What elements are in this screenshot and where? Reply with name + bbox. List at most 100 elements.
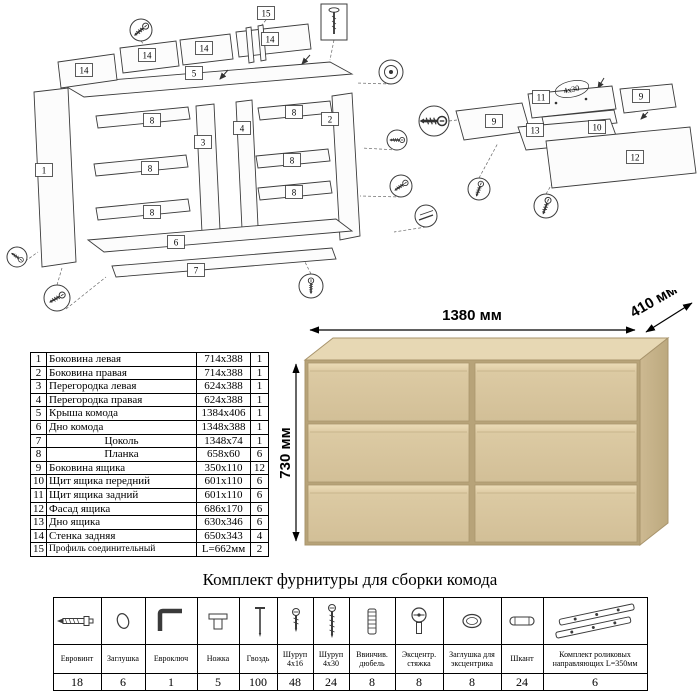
height-label: 730 мм [280,427,294,478]
svg-text:2: 2 [328,115,333,125]
part-size: 630x346 [196,515,251,530]
dresser-side-face [639,336,669,547]
part-callout-6: 6 [167,235,185,249]
hardware-icon-cell [100,597,146,645]
hardware-icon-cell [238,597,278,645]
part-name: Дно ящика [46,515,197,530]
svg-text:14: 14 [143,51,153,61]
hardware-qty: 5 [196,673,240,691]
hardware-icon-cell [542,597,648,645]
hardware-qty: 24 [500,673,544,691]
part-qty: 1 [250,406,269,421]
part-number: 15 [30,542,47,557]
slide-rail-callout-icon [414,204,438,228]
part-callout-8: 8 [285,105,303,119]
part-number: 11 [30,487,47,503]
part-name: Цоколь [46,433,197,449]
part-name: Щит ящика передний [46,474,197,489]
hardware-qty: 8 [442,673,502,691]
part-name: Дно комода [46,419,197,435]
part-size: 650x343 [196,528,251,544]
part-qty: 1 [250,419,269,435]
part-size: 714x388 [196,352,251,367]
hardware-qty: 1 [144,673,198,691]
hardware-title: Комплект фурнитуры для сборки комода [202,570,498,589]
part-qty: 6 [250,501,269,517]
svg-text:8: 8 [290,156,295,166]
part-callout-9: 9 [632,89,650,103]
hardware-qty: 100 [238,673,278,691]
hardware-qty: 8 [348,673,396,691]
part-callout-12: 12 [626,150,644,164]
svg-text:3: 3 [201,138,206,148]
hardware-name: Заглушка для эксцентрика [442,644,502,674]
hardware-icon-cell [276,597,314,645]
hardware-name: Гвоздь [238,644,278,674]
drawer-fronts [307,362,638,543]
hardware-icon-cell [394,597,444,645]
part-callout-15: 15 [257,6,275,20]
hardware-name: Ввинчив. дюбель [348,644,396,674]
part-name: Фасад ящика [46,501,197,517]
part-number: 5 [30,406,47,421]
part-qty: 2 [250,542,269,557]
svg-text:10: 10 [593,123,603,133]
dimension-width: 1380 мм [309,307,636,334]
part-callout-2: 2 [321,112,339,126]
exploded-diagram-area: 4x30 1 2 3 4 5 6 7 8 8 8 8 8 8 9 9 10 11… [6,3,697,312]
part-qty: 6 [250,487,269,503]
part-number: 14 [30,528,47,544]
svg-text:9: 9 [492,117,497,127]
part-number: 2 [30,365,47,381]
hardware-icon-cell [52,597,102,645]
part-name: Боковина правая [46,365,197,381]
svg-text:5: 5 [192,69,197,79]
hardware-name: Ножка [196,644,240,674]
part-qty: 1 [250,379,269,394]
svg-text:8: 8 [150,208,155,218]
part-name: Стенка задняя [46,528,197,544]
plug-icon [116,613,130,629]
part-callout-7: 7 [187,263,205,277]
part-callout-1: 1 [35,163,53,177]
part-callout-8: 8 [143,113,161,127]
assembly-diagram: 4x30 1 2 3 4 5 6 7 8 8 8 8 8 8 9 9 10 11… [6,3,697,312]
svg-text:1: 1 [42,166,47,176]
hardware-qty: 6 [100,673,146,691]
hardware-name: Комплект роликовых направляющих L=350мм [542,644,648,674]
part-qty: 1 [250,392,269,408]
part-callout-3: 3 [194,135,212,149]
part-callout-8: 8 [285,185,303,199]
part-qty: 4 [250,528,269,544]
dimension-height: 730 мм [277,363,300,542]
part-callout-8: 8 [283,153,301,167]
dimension-depth: 410 мм [627,281,693,333]
part-size: L=662мм [196,542,251,557]
hardware-name: Шуруп 4x16 [276,644,314,674]
hardware-qty-row: 18 6 1 5 100 48 24 8 8 8 24 6 [52,673,648,691]
cam-lock-icon [411,607,427,634]
hex-key-icon [157,608,182,631]
screw-dowel-icon [367,608,377,635]
part-name: Боковина ящика [46,460,197,476]
part-number: 3 [30,379,47,394]
screw-size-note: 4x30 [563,83,581,95]
svg-text:13: 13 [531,126,541,136]
part-qty: 12 [250,460,269,476]
part-qty: 1 [250,433,269,449]
hardware-name: Эксцентр. стяжка [394,644,444,674]
wood-dowel-icon [509,616,535,626]
part-number: 8 [30,447,47,462]
part-number: 7 [30,433,47,449]
svg-text:14: 14 [266,35,276,45]
roller-slides-icon [555,603,635,639]
